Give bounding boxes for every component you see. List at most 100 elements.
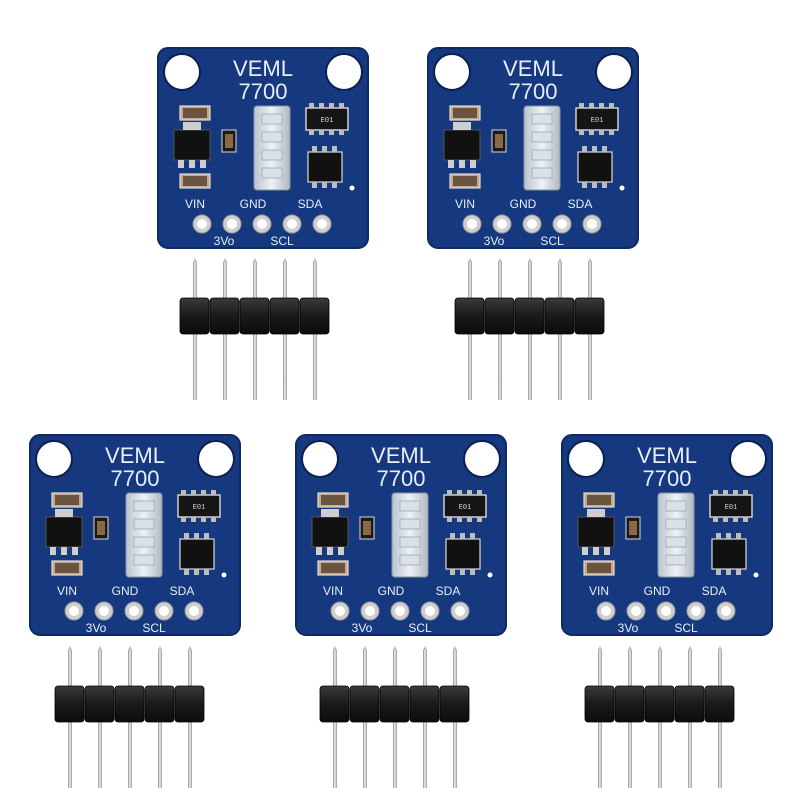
pin-label-sda: SDA [298, 197, 323, 211]
header-pin [588, 332, 592, 400]
header-pin [688, 650, 692, 688]
pin-label-3vo: 3Vo [352, 621, 373, 635]
header-pin [333, 650, 337, 688]
light-sensor [391, 492, 429, 578]
pin-label-scl: SCL [270, 234, 294, 248]
header-pin [558, 332, 562, 400]
header-pin [363, 650, 367, 688]
header-block [144, 685, 175, 723]
header-block [299, 297, 330, 335]
mounting-hole [463, 440, 501, 478]
header-block [439, 685, 470, 723]
board-title-line1: VEML [233, 56, 293, 81]
header-block [674, 685, 705, 723]
header-pin [718, 650, 722, 688]
header-pin [658, 720, 662, 788]
level-shifter-chip [307, 146, 343, 188]
pin-label-3vo: 3Vo [214, 234, 235, 248]
header-block [54, 685, 85, 723]
header-pin [253, 262, 257, 300]
header-pin [393, 650, 397, 688]
header-pin [128, 720, 132, 788]
header-pin [223, 262, 227, 300]
header-block [704, 685, 735, 723]
header-pin [283, 332, 287, 400]
header-pin [188, 720, 192, 788]
pin-header [454, 258, 605, 400]
header-block [349, 685, 380, 723]
board-title-line1: VEML [503, 56, 563, 81]
pin-header [319, 646, 470, 788]
pin-label-sda: SDA [568, 197, 593, 211]
level-shifter-chip [445, 533, 481, 575]
header-block [319, 685, 350, 723]
header-pin [598, 720, 602, 788]
pin-label-vin: VIN [323, 584, 343, 598]
board-title-line2: 7700 [509, 79, 558, 104]
header-block [269, 297, 300, 335]
header-pin [188, 650, 192, 688]
pin1-dot [619, 185, 625, 191]
header-pin [393, 720, 397, 788]
header-pin [528, 262, 532, 300]
header-pin [718, 720, 722, 788]
capacitor [51, 560, 83, 576]
header-pin [98, 650, 102, 688]
header-pin [68, 720, 72, 788]
pin-label-3vo: 3Vo [86, 621, 107, 635]
header-pin [158, 720, 162, 788]
pin-label-sda: SDA [170, 584, 195, 598]
header-pin [498, 332, 502, 400]
regulator-chip [45, 509, 83, 555]
pin-label-scl: SCL [408, 621, 432, 635]
pin-label-scl: SCL [674, 621, 698, 635]
header-pin [423, 720, 427, 788]
pin-header [584, 646, 735, 788]
light-sensor [523, 105, 561, 191]
header-pin [333, 720, 337, 788]
header-pin [363, 720, 367, 788]
regulator-chip [311, 509, 349, 555]
board-title-line1: VEML [105, 443, 165, 468]
chip-marking: E01 [591, 117, 604, 125]
level-shifter-chip [577, 146, 613, 188]
pin-label-vin: VIN [589, 584, 609, 598]
pin-label-gnd: GND [240, 197, 267, 211]
header-pin [658, 650, 662, 688]
chip-marking: E01 [725, 504, 738, 512]
e01-chip: E01 [305, 103, 349, 135]
header-pin [423, 650, 427, 688]
header-pin [313, 262, 317, 300]
mounting-hole [433, 53, 471, 91]
header-pin [628, 720, 632, 788]
header-pin [253, 332, 257, 400]
header-block [484, 297, 515, 335]
pin-label-sda: SDA [436, 584, 461, 598]
header-pin [453, 720, 457, 788]
regulator-chip [173, 122, 211, 168]
capacitor [317, 560, 349, 576]
header-pin [628, 650, 632, 688]
regulator-chip [577, 509, 615, 555]
mounting-hole [35, 440, 73, 478]
header-block [379, 685, 410, 723]
header-block [84, 685, 115, 723]
header-block [514, 297, 545, 335]
mounting-hole [729, 440, 767, 478]
light-sensor [253, 105, 291, 191]
pin-label-scl: SCL [540, 234, 564, 248]
e01-chip: E01 [709, 490, 753, 522]
header-block [454, 297, 485, 335]
pin-label-sda: SDA [702, 584, 727, 598]
pin-label-gnd: GND [112, 584, 139, 598]
header-block [544, 297, 575, 335]
e01-chip: E01 [443, 490, 487, 522]
header-pin [558, 262, 562, 300]
capacitor [51, 492, 83, 508]
capacitor [449, 173, 481, 189]
level-shifter-chip [179, 533, 215, 575]
pin1-dot [349, 185, 355, 191]
pin-label-vin: VIN [185, 197, 205, 211]
